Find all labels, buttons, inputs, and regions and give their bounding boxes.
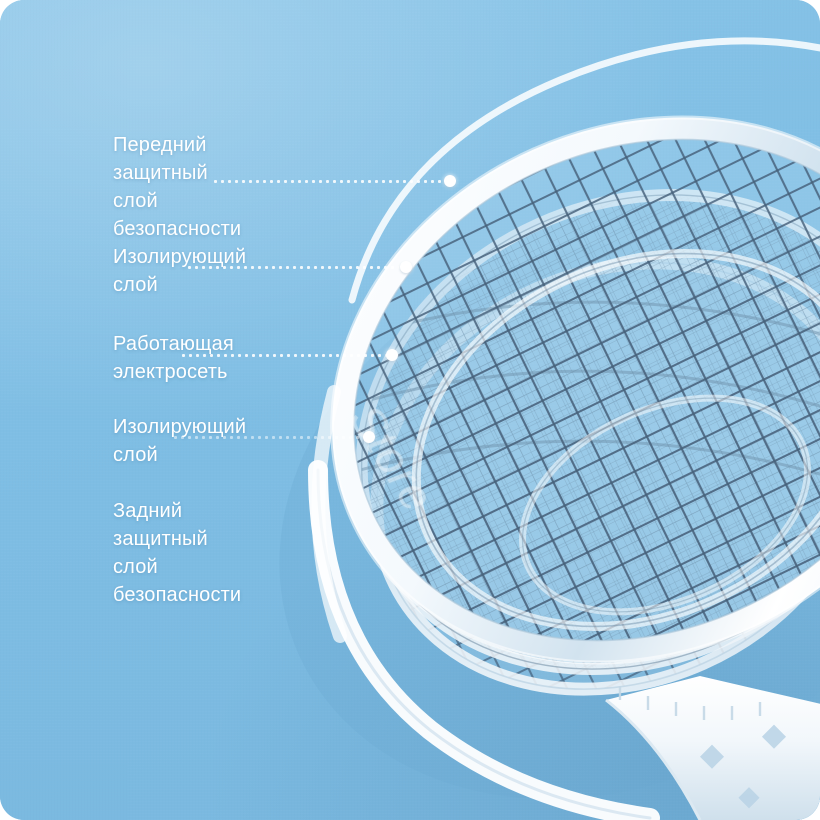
leader-line (186, 265, 401, 270)
leader-endpoint-dot (363, 431, 375, 443)
annotation-label: Изолирующий слой (113, 416, 247, 466)
left-rim-shoulder (311, 385, 347, 643)
leader-endpoint-dot (386, 349, 398, 361)
leader-endpoint-dot (400, 261, 412, 273)
outer-frame-rim (332, 117, 820, 663)
leader-line (172, 435, 364, 440)
leader-endpoint-dot (444, 175, 456, 187)
rim-clips (618, 686, 762, 720)
leader-line (180, 353, 388, 358)
annotation-label: Задний защитный слой безопасности (113, 500, 242, 606)
annotation-label: Изолирующий слой (113, 246, 247, 296)
leader-line (212, 179, 450, 184)
annotation-label: Передний защитный слой безопасности (113, 134, 242, 240)
annotation-label: Работающая электросеть (113, 333, 234, 383)
rim-highlight (348, 37, 820, 304)
handle-neck (605, 676, 820, 820)
